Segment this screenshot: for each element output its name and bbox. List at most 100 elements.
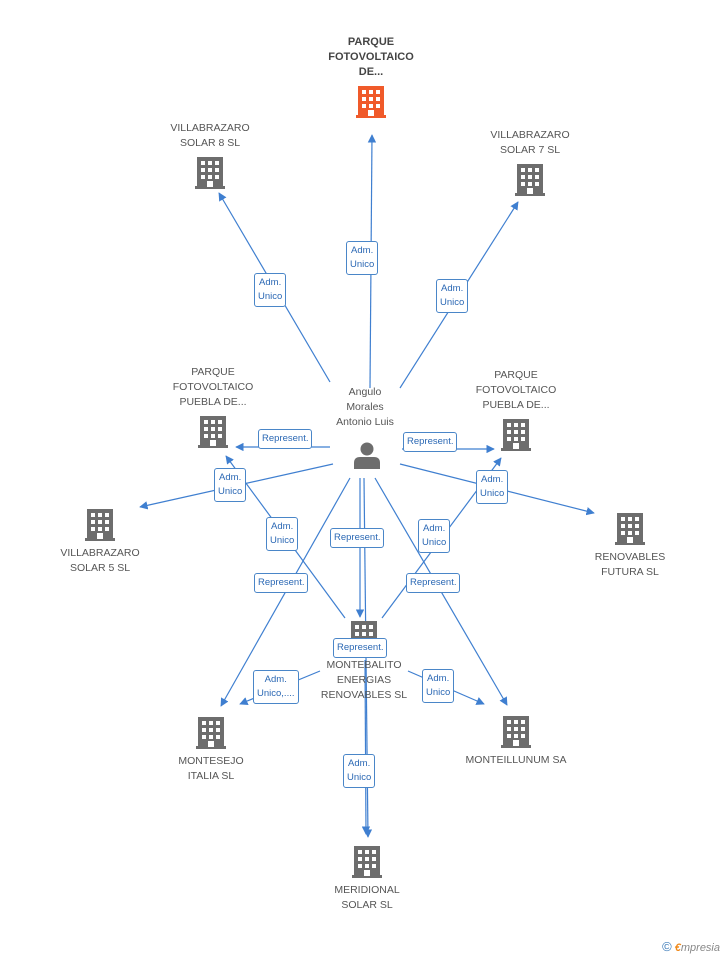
edge-label-line: Represent. bbox=[258, 577, 305, 588]
node-label-line: VILLABRAZARO bbox=[170, 122, 250, 134]
edge-label-line: Unico,.... bbox=[257, 688, 295, 699]
edge-label-line: Adm. bbox=[259, 277, 282, 288]
person-label-line: Morales bbox=[346, 401, 384, 413]
node-label-montebalito[interactable]: MONTEBALITO ENERGIAS RENOVABLES SL bbox=[294, 658, 434, 703]
node-label-line: PARQUE bbox=[494, 369, 538, 381]
node-label-line: VILLABRAZARO bbox=[60, 547, 140, 559]
edge-label-line: Adm. bbox=[348, 758, 371, 769]
edge-line-montebalito-to-meridional bbox=[361, 659, 371, 835]
copyright-icon: © bbox=[662, 939, 672, 954]
edge-label-line: Adm. bbox=[264, 674, 287, 685]
edge-label-line: Unico bbox=[426, 687, 451, 698]
node-label-parque-puebla-right[interactable]: PARQUE FOTOVOLTAICO PUEBLA DE... bbox=[446, 368, 586, 413]
node-label-renovables-futura[interactable]: RENOVABLES FUTURA SL bbox=[560, 550, 700, 580]
edge-label-line: Unico bbox=[480, 488, 505, 499]
edge-label-line: Represent. bbox=[262, 433, 309, 444]
node-label-meridional[interactable]: MERIDIONAL SOLAR SL bbox=[297, 883, 437, 913]
footer-brand[interactable]: ©€mpresia bbox=[662, 939, 720, 954]
node-label-line: SOLAR 7 SL bbox=[499, 144, 561, 156]
node-label-parque-de[interactable]: PARQUE FOTOVOLTAICO DE... bbox=[301, 35, 441, 80]
node-label-line: RENOVABLES bbox=[594, 551, 666, 563]
edge-label-to-parque-puebla-left[interactable]: Represent. bbox=[258, 429, 313, 449]
node-label-line: FOTOVOLTAICO bbox=[172, 381, 254, 393]
edge-label-montebalito-to-right[interactable]: Adm. Unico bbox=[418, 519, 451, 553]
node-label-line: MERIDIONAL bbox=[334, 884, 400, 896]
edge-label-montebalito-to-montesejo[interactable]: Adm. Unico,.... bbox=[253, 670, 299, 704]
node-label-line: ENERGIAS bbox=[336, 674, 392, 686]
building-icon[interactable] bbox=[195, 157, 225, 189]
node-label-line: FUTURA SL bbox=[601, 566, 659, 578]
edge-label-line: Adm. bbox=[423, 523, 446, 534]
edge-label-to-villabrazaro-7[interactable]: Adm. Unico bbox=[436, 279, 469, 313]
edge-label-line: Adm. bbox=[481, 474, 504, 485]
node-label-line: MONTESEJO bbox=[178, 755, 244, 767]
node-label-villabrazaro-8[interactable]: VILLABRAZARO SOLAR 8 SL bbox=[140, 121, 280, 151]
edge-label-to-monteillunum[interactable]: Represent. bbox=[406, 573, 461, 593]
node-label-line: SOLAR 5 SL bbox=[69, 562, 131, 574]
node-label-line: VILLABRAZARO bbox=[490, 129, 570, 141]
person-label-line: Angulo bbox=[348, 386, 382, 398]
edge-label-line: Unico bbox=[350, 259, 375, 270]
edge-label-line: Represent. bbox=[407, 436, 454, 447]
edge-label-montebalito-to-meridional[interactable]: Represent. bbox=[333, 638, 388, 658]
node-label-line: PARQUE bbox=[191, 366, 235, 378]
edge-label-montebalito-to-left[interactable]: Adm. Unico bbox=[266, 517, 299, 551]
building-icon[interactable] bbox=[501, 716, 531, 748]
edge-label-to-renovables-futura[interactable]: Adm. Unico bbox=[476, 470, 509, 504]
edge-label-line: Unico bbox=[258, 291, 283, 302]
building-icon[interactable] bbox=[615, 513, 645, 545]
edge-label-montebalito-to-monteillunum[interactable]: Adm. Unico bbox=[422, 669, 455, 703]
node-label-montesejo[interactable]: MONTESEJO ITALIA SL bbox=[141, 754, 281, 784]
node-label-line: MONTEILLUNUM SA bbox=[465, 754, 567, 766]
node-label-line: DE... bbox=[358, 66, 384, 78]
node-label-line: ITALIA SL bbox=[187, 770, 235, 782]
building-icon[interactable] bbox=[356, 86, 386, 118]
edge-label-line: Represent. bbox=[410, 577, 457, 588]
edge-label-line: Unico bbox=[440, 297, 465, 308]
edge-label-line: Adm. bbox=[427, 673, 450, 684]
edge-label-line: Adm. bbox=[219, 472, 242, 483]
edge-label-line: Unico bbox=[422, 537, 447, 548]
node-label-line: FOTOVOLTAICO bbox=[328, 51, 414, 63]
node-label-line: PUEBLA DE... bbox=[179, 396, 247, 408]
node-label-villabrazaro-5[interactable]: VILLABRAZARO SOLAR 5 SL bbox=[30, 546, 170, 576]
edge-label-line: Unico bbox=[347, 772, 372, 783]
edge-label-to-montebalito[interactable]: Represent. bbox=[330, 528, 385, 548]
edge-label-line: Adm. bbox=[351, 245, 374, 256]
node-label-parque-puebla-left[interactable]: PARQUE FOTOVOLTAICO PUEBLA DE... bbox=[143, 365, 283, 410]
edge-label-line: Represent. bbox=[334, 532, 381, 543]
brand-logo-initial: € bbox=[674, 942, 681, 954]
edge-label-line: Adm. bbox=[271, 521, 294, 532]
node-label-line: PUEBLA DE... bbox=[482, 399, 550, 411]
edge-label-line: Unico bbox=[270, 535, 295, 546]
node-label-line: PARQUE bbox=[347, 36, 395, 48]
edge-label-to-villabrazaro-8[interactable]: Adm. Unico bbox=[254, 273, 287, 307]
building-icon[interactable] bbox=[198, 416, 228, 448]
edge-label-line: Unico bbox=[218, 486, 243, 497]
edge-label-line: Represent. bbox=[337, 642, 384, 653]
person-icon[interactable] bbox=[354, 442, 380, 470]
edge-label-to-parque-de[interactable]: Adm. Unico bbox=[346, 241, 379, 275]
node-label-villabrazaro-7[interactable]: VILLABRAZARO SOLAR 7 SL bbox=[460, 128, 600, 158]
edge-label-to-villabrazaro-5[interactable]: Adm. Unico bbox=[214, 468, 247, 502]
edge-label-to-meridional[interactable]: Adm. Unico bbox=[343, 754, 376, 788]
person-label-line: Antonio Luis bbox=[336, 416, 394, 428]
building-icon[interactable] bbox=[85, 509, 115, 541]
edge-label-to-parque-puebla-right[interactable]: Represent. bbox=[403, 432, 458, 452]
brand-name: mpresia bbox=[680, 942, 720, 954]
node-label-line: MONTEBALITO bbox=[326, 659, 402, 671]
node-label-line: RENOVABLES SL bbox=[320, 689, 408, 701]
edge-label-to-montesejo[interactable]: Represent. bbox=[254, 573, 309, 593]
node-label-line: FOTOVOLTAICO bbox=[475, 384, 557, 396]
node-label-line: SOLAR SL bbox=[341, 899, 393, 911]
building-icon[interactable] bbox=[352, 846, 382, 878]
icons-layer bbox=[85, 86, 645, 878]
building-icon[interactable] bbox=[196, 717, 226, 749]
edge-label-line: Adm. bbox=[441, 283, 464, 294]
node-label-monteillunum[interactable]: MONTEILLUNUM SA bbox=[446, 753, 586, 768]
node-label-line: SOLAR 8 SL bbox=[179, 137, 241, 149]
building-icon[interactable] bbox=[501, 419, 531, 451]
building-icon[interactable] bbox=[515, 164, 545, 196]
